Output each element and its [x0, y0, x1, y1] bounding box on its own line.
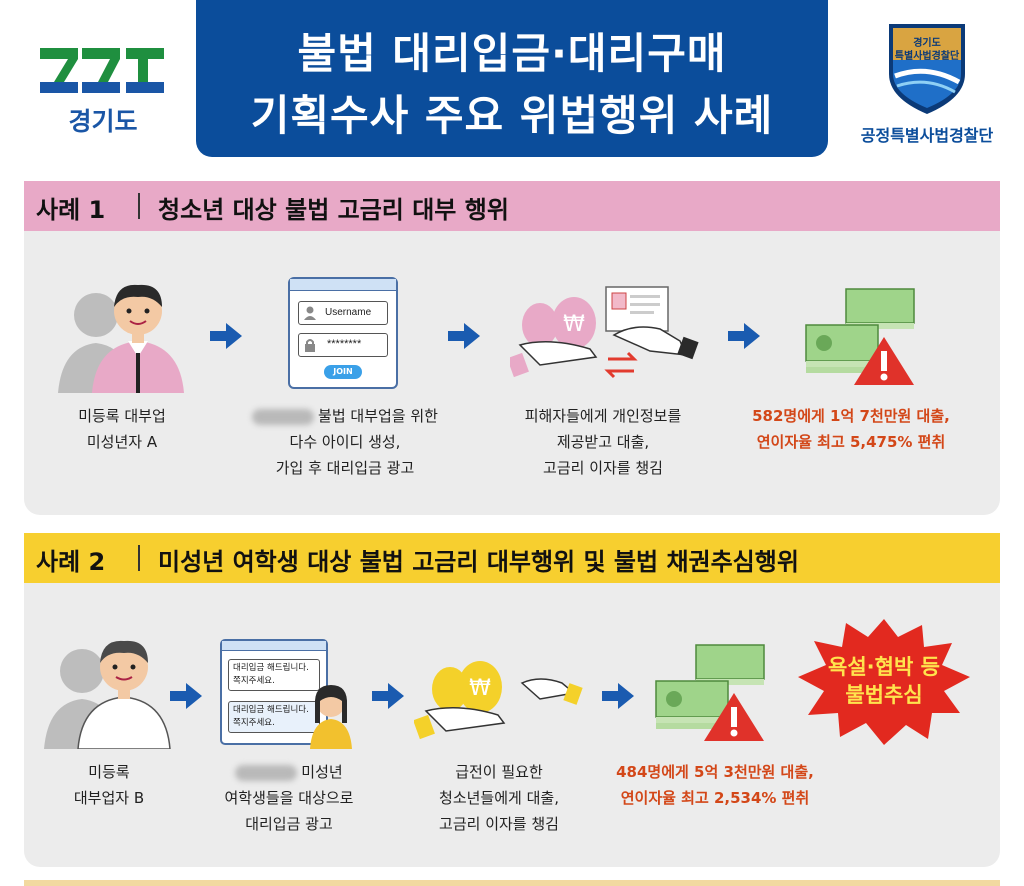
chat-line: 대리입금 해드립니다. — [233, 663, 309, 673]
exchange-arrows-icon — [604, 351, 638, 379]
chat-bubble: 대리입금 해드립니다. 쪽지주세요. — [228, 659, 320, 691]
loan-exchange-illustration: ₩ — [510, 286, 699, 379]
title-line-1: 불법 대리입금·대리구매 — [297, 29, 727, 78]
next-section-edge — [24, 880, 1000, 886]
case2-panel: 대리입금 해드립니다. 쪽지주세요. 대리입금 해드립니다. 쪽지주세요. ₩ — [24, 583, 1000, 867]
banknote-stack-icon — [655, 644, 765, 741]
caption-line: 미등록 대부업 — [78, 407, 166, 425]
arrow-right-icon — [170, 683, 202, 709]
caption-line: 대부업자 B — [73, 789, 145, 807]
lock-icon — [305, 339, 315, 352]
caption-line: 급전이 필요한 — [455, 763, 543, 781]
case2-step4-caption: 484명에게 5억 3천만원 대출, 연이자율 최고 2,534% 편취 — [590, 759, 840, 811]
password-field: ******** — [298, 333, 388, 357]
case2-heading: 사례 2 미성년 여학생 대상 불법 고금리 대부행위 및 불법 채권추심행위 — [24, 533, 1000, 583]
burst-shape — [798, 619, 970, 745]
caption-line: 연이자율 최고 5,475% 편취 — [756, 433, 946, 451]
loan-illustration: ₩ — [414, 661, 583, 740]
caption-line: 불법 대부업을 위한 — [318, 407, 438, 425]
banknote-stack-icon — [805, 288, 915, 385]
arrow-right-icon — [372, 683, 404, 709]
user-icon — [304, 306, 316, 320]
title-line-2: 기획수사 주요 위법행위 사례 — [250, 91, 774, 140]
svg-text:₩: ₩ — [563, 312, 585, 337]
case1-divider — [138, 193, 140, 219]
caption-line: 대리입금 광고 — [245, 815, 333, 833]
caption-line: 고금리 이자를 챙김 — [543, 459, 663, 477]
warning-icon — [854, 337, 914, 385]
username-placeholder: Username — [325, 307, 372, 318]
chat-window-icon: 대리입금 해드립니다. 쪽지주세요. 대리입금 해드립니다. 쪽지주세요. — [220, 639, 328, 745]
caption-line: 제공받고 대출, — [556, 433, 650, 451]
caption-line: 다수 아이디 생성, — [289, 433, 401, 451]
money-bag-icon: ₩ — [522, 297, 596, 349]
case1-heading: 사례 1 청소년 대상 불법 고금리 대부 행위 — [24, 181, 1000, 231]
police-emblem-icon — [889, 24, 965, 114]
case2-title: 미성년 여학생 대상 불법 고금리 대부행위 및 불법 채권추심행위 — [158, 548, 799, 576]
chat-line: 쪽지주세요. — [233, 676, 275, 686]
svg-text:₩: ₩ — [469, 676, 491, 701]
burst-badge: 욕설·협박 등 불법추심 — [796, 617, 972, 747]
arrow-right-icon — [602, 683, 634, 709]
case1-step3-caption: 피해자들에게 개인정보를 제공받고 대출, 고금리 이자를 챙김 — [488, 403, 718, 481]
caption-line: 여학생들을 대상으로 — [224, 789, 354, 807]
join-button: JOIN — [324, 365, 362, 379]
caption-line: 가입 후 대리입금 광고 — [275, 459, 415, 477]
case2-divider — [138, 545, 140, 571]
money-bag-icon: ₩ — [432, 661, 502, 713]
caption-line: 484명에게 5억 3천만원 대출, — [616, 763, 814, 781]
emblem-text-2: 특별사법경찰단 — [894, 51, 960, 62]
redacted-name — [252, 408, 315, 425]
case1-title: 청소년 대상 불법 고금리 대부 행위 — [158, 196, 509, 224]
emblem-text-1: 경기도 — [913, 38, 941, 49]
caption-line: 582명에게 1억 7천만원 대출, — [752, 407, 950, 425]
case2-label: 사례 2 — [36, 548, 106, 576]
gyeonggi-logo-mark — [40, 48, 164, 93]
title-banner: 불법 대리입금·대리구매 기획수사 주요 위법행위 사례 — [196, 0, 828, 157]
caption-line: 미성년 — [301, 763, 343, 781]
person-icon — [44, 640, 171, 749]
chat-line: 쪽지주세요. — [233, 718, 275, 728]
chat-line: 대리입금 해드립니다. — [233, 705, 309, 715]
case2-step2-caption: 미성년 여학생들을 대상으로 대리입금 광고 — [194, 759, 384, 837]
case2-step3-caption: 급전이 필요한 청소년들에게 대출, 고금리 이자를 챙김 — [404, 759, 594, 837]
case1-step4-caption: 582명에게 1억 7천만원 대출, 연이자율 최고 5,475% 편취 — [726, 403, 976, 455]
right-logo-text: 공정특별사법경찰단 — [860, 126, 994, 145]
caption-line: 미성년자 A — [86, 433, 158, 451]
case1-label: 사례 1 — [36, 196, 106, 224]
caption-line: 미등록 — [88, 763, 130, 781]
chat-bubble: 대리입금 해드립니다. 쪽지주세요. — [228, 701, 320, 733]
burst-text: 욕설·협박 등 불법추심 — [796, 653, 972, 709]
id-card-icon — [605, 286, 669, 332]
caption-line: 고금리 이자를 챙김 — [439, 815, 559, 833]
burst-line: 욕설·협박 등 — [828, 655, 940, 679]
arrow-right-icon — [210, 323, 242, 349]
burst-line: 불법추심 — [845, 683, 923, 707]
login-window: Username ******** JOIN — [288, 277, 398, 389]
caption-line: 연이자율 최고 2,534% 편취 — [620, 789, 810, 807]
window-titlebar — [222, 641, 326, 651]
redacted-name — [235, 764, 298, 781]
police-logo: 경기도 특별사법경찰단 공정특별사법경찰단 — [842, 20, 1012, 150]
case1-panel: Username ******** JOIN ₩ — [24, 231, 1000, 515]
username-field: Username — [298, 301, 388, 325]
window-titlebar — [290, 279, 396, 291]
person-icon — [58, 284, 184, 393]
password-mask: ******** — [327, 338, 362, 350]
caption-line: 청소년들에게 대출, — [439, 789, 559, 807]
arrow-right-icon — [448, 323, 480, 349]
warning-icon — [704, 693, 764, 741]
caption-line: 피해자들에게 개인정보를 — [524, 407, 682, 425]
left-logo-text: 경기도 — [68, 107, 138, 136]
case1-step1-caption: 미등록 대부업 미성년자 A — [24, 403, 220, 455]
student-icon — [310, 685, 352, 749]
case2-step1-caption: 미등록 대부업자 B — [24, 759, 194, 811]
gyeonggi-logo: 경기도 — [28, 40, 178, 136]
arrow-right-icon — [728, 323, 760, 349]
case1-step2-caption: 불법 대부업을 위한 다수 아이디 생성, 가입 후 대리입금 광고 — [230, 403, 460, 481]
